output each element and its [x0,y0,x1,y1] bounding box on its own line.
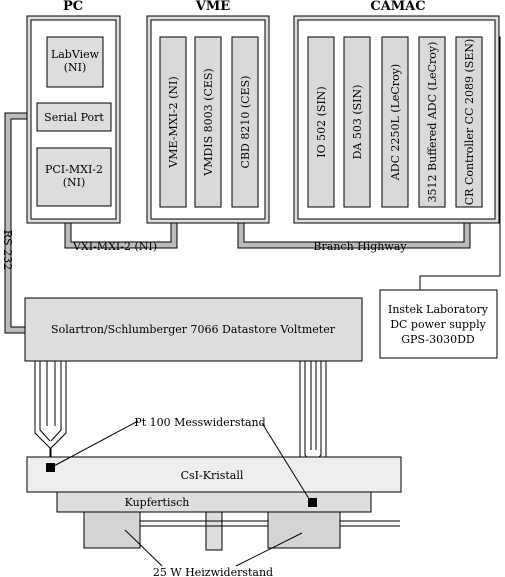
vme-card [159,36,187,208]
camac-card-label: 3512 Buffered ADC (LeCroy) [426,42,439,203]
power-supply-box [379,289,498,359]
pci-mxi-label: PCI-MXI-2 [45,163,103,176]
camac-card-label: ADC 2250L (LeCroy) [389,64,402,181]
heater-left [83,511,141,549]
camac-card-label: DA 503 (SIN) [351,85,364,160]
camac-card [381,36,409,208]
heater-wiring [140,520,400,527]
pci-mxi-vendor: (NI) [63,176,86,189]
heater-label: 25 W Heizwiderstand [153,566,273,577]
power-supply-line3: GPS-3030DD [401,333,475,346]
copper-table-label: Kupfertisch [125,496,190,509]
camac-cards: IO 502 (SIN) DA 503 (SIN) ADC 2250L (LeCro… [307,36,483,208]
vme-cards: VME-MXI-2 (NI) VMDIS 8003 (CES) CBD 8210 (… [159,36,259,208]
labview-label: LabView [51,48,100,61]
camac-card [418,36,446,208]
sensor-right [308,498,317,507]
labview-box [46,36,104,88]
table-post [205,511,223,551]
sensor-label: Pt 100 Messwiderstand [134,416,265,429]
voltmeter-label: Solartron/Schlumberger 7066 Datastore Vo… [51,323,336,336]
crystal-label: CsI-Kristall [181,469,244,482]
copper-table [56,491,372,513]
camac-card [307,36,335,208]
branch-highway-label: Branch Highway [313,240,407,253]
labview-vendor: (NI) [64,61,87,74]
vme-card-label: VME-MXI-2 (NI) [167,76,180,168]
power-supply-line2: DC power supply [390,318,486,331]
vxi-mxi-label: VXI-MXI-2 (NI) [72,240,157,253]
pc-group-title: PC [63,0,83,14]
vme-card [194,36,222,208]
vme-card [231,36,259,208]
camac-group-title: CAMAC [370,0,425,14]
serial-port-box [36,102,112,132]
camac-card [455,36,483,208]
vme-group-title: VME [195,0,230,14]
sensor-left [46,463,55,472]
vme-card-label: CBD 8210 (CES) [239,76,252,169]
power-supply-line1: Instek Laboratory [388,303,489,316]
heater-right [267,511,341,549]
pci-mxi-box [36,147,112,207]
camac-card-label: IO 502 (SIN) [315,86,328,157]
rs232-label: RS 232 [1,230,14,270]
voltmeter-box [24,297,363,362]
annotation-lines [51,420,312,567]
vme-card-label: VMDIS 8003 (CES) [202,68,215,176]
serial-port-label: Serial Port [44,111,104,124]
camac-card-label: CR Controller CC 2089 (SEN) [463,39,476,206]
camac-card [343,36,371,208]
